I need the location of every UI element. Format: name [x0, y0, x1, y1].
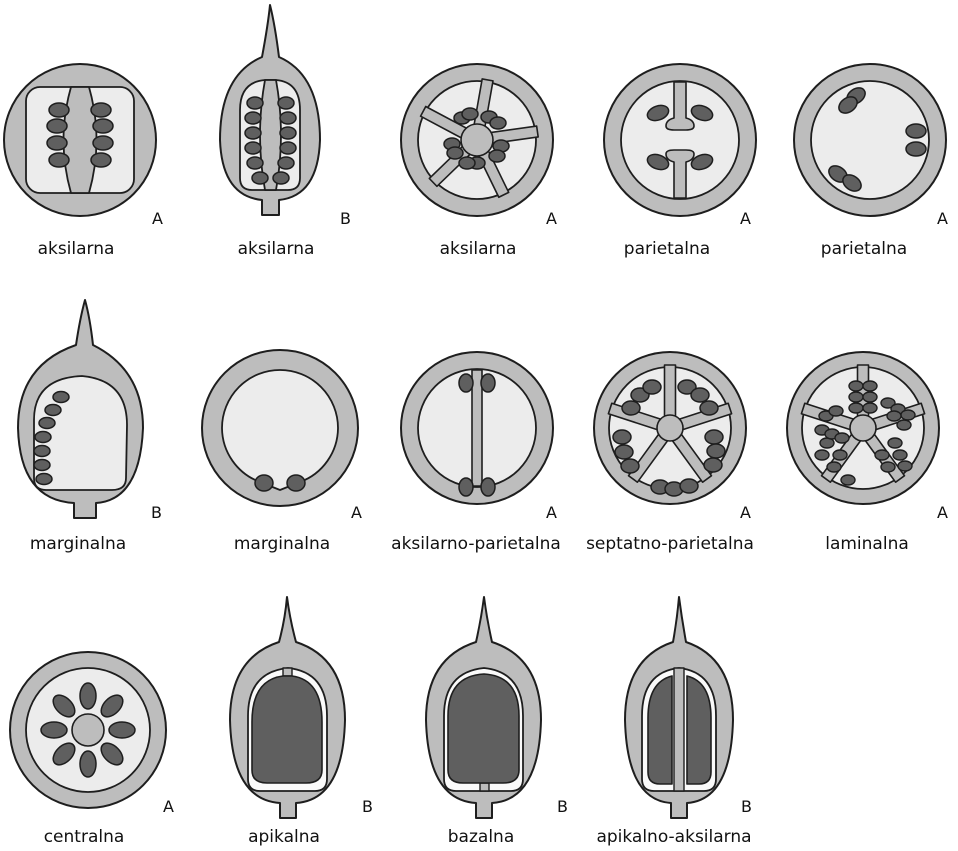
seed	[252, 676, 322, 783]
placentation-label: parietalna	[821, 239, 907, 259]
figure-septatno-parietalna	[594, 352, 746, 504]
figure-parietalna-three-placentae	[794, 64, 946, 216]
placentation-label: aksilarna	[238, 239, 315, 259]
view-letter: A	[740, 209, 751, 228]
figure-aksilarna-five-locules	[401, 64, 553, 216]
placentation-label: centralna	[44, 827, 125, 847]
placentation-label: septatno-parietalna	[586, 534, 754, 554]
figure-centralna	[10, 652, 166, 808]
view-letter: B	[557, 797, 568, 816]
figure-aksilarna-cross-section	[4, 64, 156, 216]
view-letter: A	[351, 503, 362, 522]
figure-marginalna-cross-section	[202, 350, 358, 506]
figure-apikalno-aksilarna	[625, 597, 733, 818]
view-letter: B	[362, 797, 373, 816]
figure-aksilarno-parietalna	[401, 352, 553, 504]
placentation-label: bazalna	[448, 827, 514, 847]
placentation-label: laminalna	[825, 534, 909, 554]
view-letter: A	[163, 797, 174, 816]
view-letter: B	[340, 209, 351, 228]
view-letter: A	[546, 209, 557, 228]
view-letter: A	[937, 209, 948, 228]
view-letter: A	[546, 503, 557, 522]
figure-apikalna	[230, 597, 345, 818]
placentation-label: aksilarna	[38, 239, 115, 259]
figure-parietalna-two-placentae	[604, 64, 756, 216]
placentation-label: apikalna	[248, 827, 320, 847]
placentation-label: parietalna	[624, 239, 710, 259]
view-letter: A	[740, 503, 751, 522]
view-letter: A	[937, 503, 948, 522]
placentation-label: apikalno-aksilarna	[596, 827, 751, 847]
figure-bazalna	[426, 597, 541, 818]
placentation-label: marginalna	[30, 534, 126, 554]
placentation-label: aksilarna	[440, 239, 517, 259]
view-letter: A	[152, 209, 163, 228]
placentation-label: aksilarno-parietalna	[391, 534, 561, 554]
figure-marginalna-longitudinal	[18, 300, 143, 518]
placentation-label: marginalna	[234, 534, 330, 554]
view-letter: B	[151, 503, 162, 522]
figure-aksilarna-longitudinal	[220, 5, 320, 215]
figure-laminalna	[787, 352, 939, 504]
view-letter: B	[741, 797, 752, 816]
seed	[448, 674, 519, 783]
